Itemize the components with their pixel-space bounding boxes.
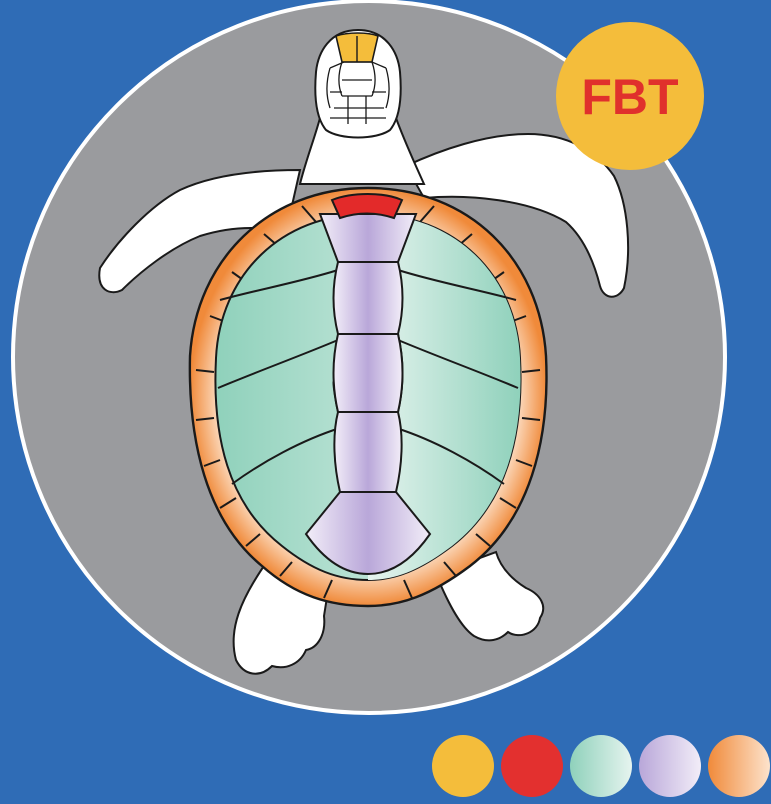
vertebral-scute-2 <box>334 262 403 334</box>
color-legend <box>432 735 770 797</box>
badge-label: FBT <box>581 69 678 125</box>
nuchal-scute <box>332 194 402 218</box>
vertebral-scute-4 <box>334 412 401 492</box>
vertebral-scute-3b <box>334 334 403 412</box>
legend-dot-lavender <box>639 735 701 797</box>
legend-dot-green <box>570 735 632 797</box>
legend-dot-yellow <box>432 735 494 797</box>
fbt-badge: FBT <box>556 22 704 170</box>
legend-dot-red <box>501 735 563 797</box>
legend-dot-orange <box>708 735 770 797</box>
vertebral-scute-1 <box>320 214 416 262</box>
